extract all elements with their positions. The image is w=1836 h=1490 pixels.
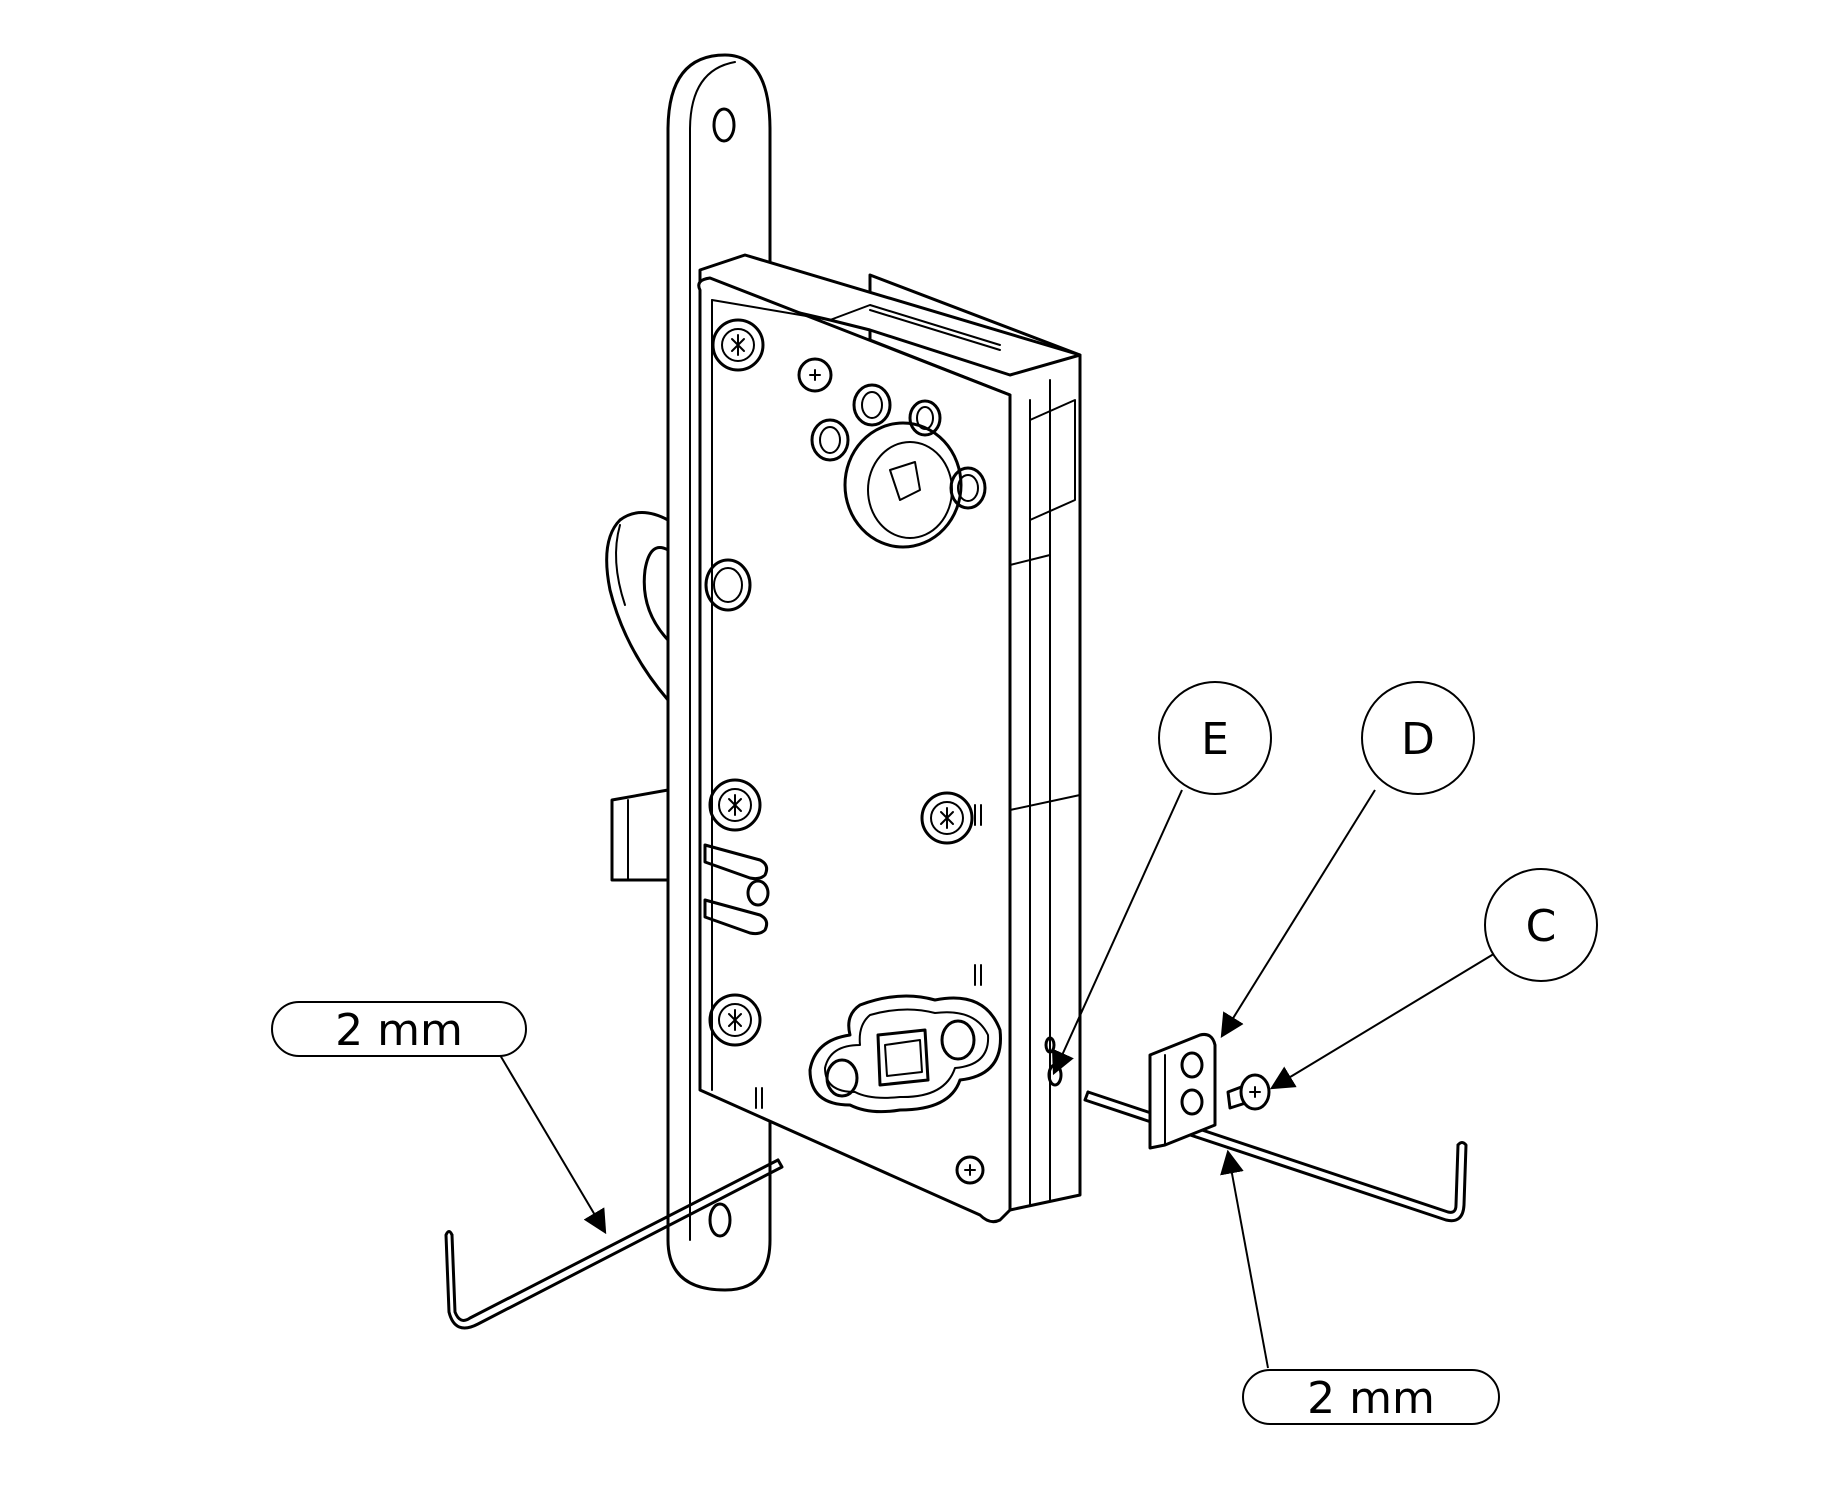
bottom-screw-hole — [708, 1202, 732, 1238]
callout-e: E — [1158, 681, 1272, 795]
leader-dim-left — [499, 1054, 607, 1235]
right-hex-key — [1083, 1090, 1468, 1223]
leader-e — [1051, 789, 1183, 1076]
lock-case-front — [697, 276, 1012, 1224]
strike-plate-d — [1148, 1033, 1217, 1150]
callout-c-label: C — [1526, 901, 1557, 952]
latch-bolt — [610, 788, 670, 882]
left-hole — [704, 558, 752, 612]
small-top-screw — [797, 357, 833, 393]
callout-d-label: D — [1401, 714, 1435, 765]
dimension-right: 2 mm — [1242, 1369, 1500, 1425]
cylinder-pin-hole — [852, 383, 892, 427]
top-screw-hole — [712, 107, 736, 143]
bottom-small-screw — [955, 1155, 985, 1185]
callout-d: D — [1361, 681, 1475, 795]
cylinder-pin-hole — [810, 418, 850, 462]
cylinder-follower — [843, 421, 963, 549]
bottom-left-screw — [708, 993, 762, 1047]
leader-d — [1220, 789, 1376, 1039]
leader-dim-right — [1220, 1149, 1269, 1369]
dimension-right-label: 2 mm — [1307, 1373, 1435, 1424]
adjustment-slots — [703, 843, 770, 936]
cylinder-pin-hole — [908, 399, 942, 437]
top-left-screw — [711, 318, 765, 372]
dimension-left-label: 2 mm — [335, 1005, 463, 1056]
left-hex-key — [444, 1158, 784, 1330]
screw-c — [1226, 1073, 1271, 1111]
hook-bolt — [605, 511, 670, 702]
mid-right-screw — [920, 791, 974, 845]
callout-c: C — [1484, 868, 1598, 982]
spindle-follower — [808, 994, 1002, 1114]
dimension-left: 2 mm — [271, 1001, 527, 1057]
mid-left-screw — [708, 778, 762, 832]
leader-c — [1269, 951, 1498, 1090]
callout-e-label: E — [1201, 714, 1229, 765]
